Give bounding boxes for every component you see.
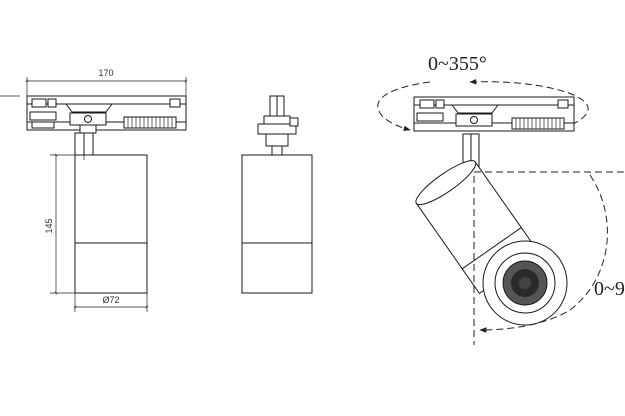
width-dimension: 170	[25, 68, 188, 96]
rotation-angle-label: 0~355°	[428, 53, 487, 75]
tilt-angle-label: 0~9	[594, 278, 625, 300]
rotation-view: 0~355°	[377, 53, 625, 345]
track-adapter-rotated	[413, 96, 575, 132]
front-view: 170	[0, 68, 188, 312]
height-dimension: 145	[44, 153, 75, 295]
width-dimension-label: 170	[98, 68, 113, 78]
contact-block-rotated	[511, 117, 565, 130]
diameter-dimension-label: Ø72	[102, 295, 119, 305]
contact-block	[123, 116, 177, 129]
track-adapter	[26, 95, 187, 134]
diameter-dimension: Ø72	[73, 293, 149, 312]
lamp-body-side	[241, 154, 313, 294]
lamp-body-front	[74, 154, 148, 294]
side-view	[241, 95, 313, 294]
height-dimension-label: 145	[44, 218, 54, 233]
lamp-body-tilted	[415, 160, 568, 326]
